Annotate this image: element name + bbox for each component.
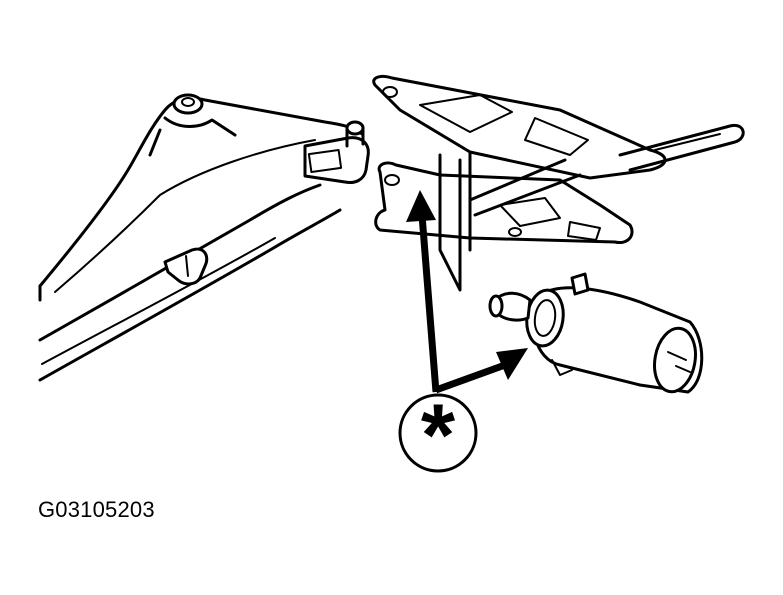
callout-symbol: * — [421, 385, 456, 484]
wiper-linkage-arm — [38, 93, 370, 382]
asterisk-callout: * — [398, 385, 478, 484]
output-shaft — [493, 291, 532, 322]
wiper-motor — [488, 272, 704, 394]
motor-connector — [570, 272, 590, 296]
crank-end — [303, 136, 370, 184]
slotted-tab — [618, 123, 745, 172]
pivot-boss — [172, 93, 204, 115]
callout-arrows — [406, 190, 528, 394]
arrowhead-motor — [496, 348, 528, 380]
crank-pin — [345, 120, 365, 136]
arrowhead-bracket — [406, 190, 436, 222]
motor-end-cap — [653, 326, 697, 394]
mounting-bracket — [372, 74, 745, 292]
figure-code: G03105203 — [38, 497, 155, 522]
arm-clip — [163, 247, 209, 286]
